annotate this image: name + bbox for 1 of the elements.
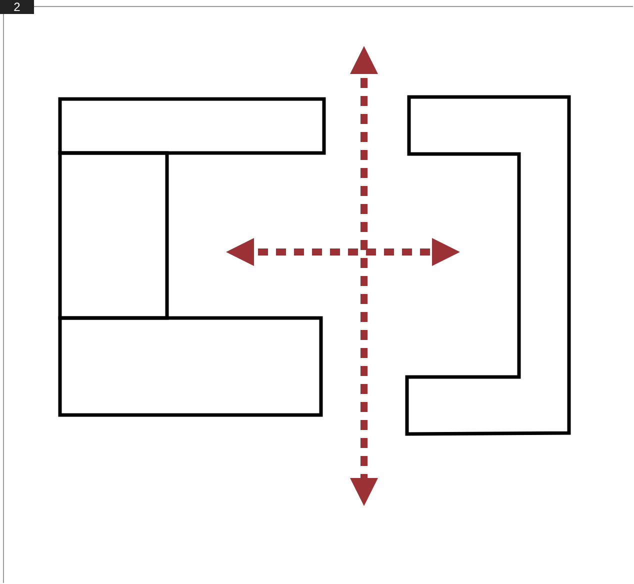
panel-number: 2 [0,0,34,14]
